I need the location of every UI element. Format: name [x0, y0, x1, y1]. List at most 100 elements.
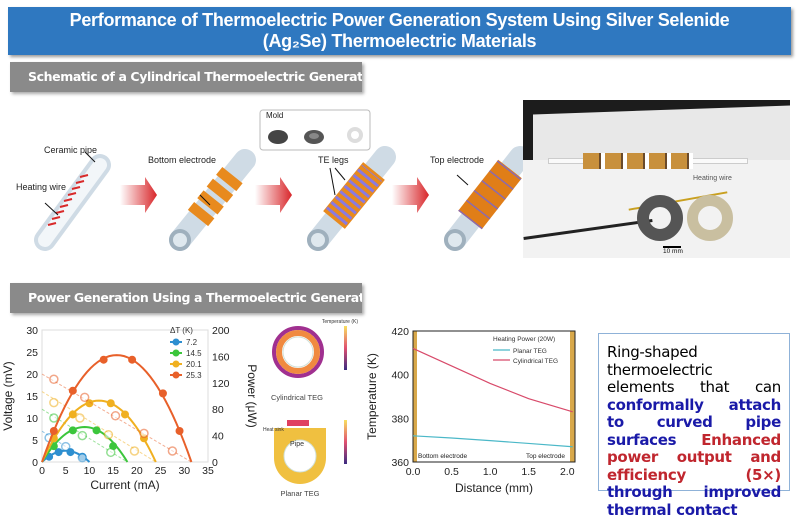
- power-point: [68, 426, 77, 435]
- power-point: [175, 426, 184, 435]
- top-electrode-band: [570, 331, 575, 462]
- voltage-point: [77, 452, 88, 463]
- label-ceramic-pipe: Ceramic pipe: [44, 145, 98, 155]
- y-tick-label: 360: [391, 457, 409, 469]
- voltage-point: [60, 441, 71, 452]
- plot-frame: [412, 330, 576, 463]
- x-tick-label: 1.0: [483, 466, 498, 478]
- y2-tick-label: 80: [212, 404, 224, 416]
- arrow-icon: [255, 177, 292, 213]
- pipe-step-1: [34, 154, 111, 251]
- label-heating-wire: Heating wire: [16, 182, 67, 192]
- label-pipe: Pipe: [290, 441, 304, 448]
- power-point: [99, 355, 108, 364]
- legend-label: 20.1: [186, 360, 202, 369]
- heating-coil: [47, 174, 89, 226]
- y2-axis-label: Power (μW): [245, 364, 259, 428]
- voltage-point: [129, 446, 140, 456]
- annotation-top-electrode: Top electrode: [526, 453, 565, 460]
- y-axis-label: Temperature (K): [365, 353, 379, 440]
- power-point: [68, 386, 77, 395]
- voltage-point: [110, 411, 121, 421]
- mold-inset: [259, 109, 371, 151]
- x-tick-label: 0: [39, 465, 45, 477]
- legend-label: 14.5: [186, 349, 202, 358]
- label-heat-sink: Heat sink: [263, 427, 284, 433]
- section-header-power: Power Generation Using a Thermoelectric …: [10, 283, 362, 313]
- y-tick-label: 25: [26, 347, 38, 359]
- voltage-point: [79, 392, 90, 403]
- power-curve-25.3: [41, 354, 193, 463]
- power-curve-20.1: [41, 399, 157, 463]
- x-axis-label: Distance (mm): [455, 481, 533, 495]
- finding-text-4: through improved thermal contact: [607, 483, 781, 519]
- finding-text-2: conformally attach to curved pipe surfac…: [607, 395, 781, 449]
- series-planar-teg: [412, 435, 573, 448]
- x-tick-label: 15: [107, 465, 119, 477]
- series-cylindrical-teg: [412, 347, 573, 413]
- legend-label: Cylindrical TEG: [513, 358, 558, 365]
- power-point: [54, 448, 63, 457]
- y-tick-label: 400: [391, 370, 409, 382]
- voltage-point: [139, 428, 149, 439]
- voltage-point: [49, 413, 59, 423]
- y-tick-label: 420: [391, 326, 409, 338]
- x-tick-label: 0.5: [444, 466, 459, 478]
- x-tick-label: 30: [178, 465, 190, 477]
- pipe-step-2: [169, 149, 256, 251]
- y-tick-label: 380: [391, 413, 409, 425]
- y2-tick-label: 200: [212, 325, 230, 337]
- y-axis-label: Voltage (mV): [1, 361, 15, 430]
- legend-title: ΔT (K): [170, 326, 193, 335]
- y-tick-label: 30: [26, 325, 38, 337]
- scale-label: 10 mm: [663, 248, 683, 255]
- bottom-electrode-band: [413, 331, 417, 462]
- y2-tick-label: 40: [212, 431, 224, 443]
- legend-title: Heating Power (20W): [493, 336, 555, 343]
- page-title: Performance of Thermoelectric Power Gene…: [8, 7, 791, 55]
- voltage-point: [75, 413, 85, 423]
- voltage-point: [167, 446, 178, 456]
- legend-marker: [172, 360, 180, 368]
- legend-label: 7.2: [186, 338, 198, 347]
- colorbar: [344, 326, 347, 370]
- thermal-simulation: Temperature (K) Cylindrical TEG Pipe Hea…: [263, 319, 358, 498]
- legend-marker: [172, 338, 180, 346]
- finding-text-3: Enhanced power output and efficiency (5×…: [607, 430, 781, 484]
- x-tick-label: 20: [131, 465, 143, 477]
- legend-label: Planar TEG: [513, 348, 547, 355]
- y2-tick-label: 0: [212, 457, 218, 469]
- power-point: [121, 410, 129, 419]
- y2-tick-label: 120: [212, 378, 230, 390]
- x-tick-label: 10: [84, 465, 96, 477]
- x-tick-label: 1.5: [521, 466, 536, 478]
- voltage-point: [49, 374, 59, 385]
- power-point: [128, 355, 137, 364]
- section-header-schematic: Schematic of a Cylindrical Thermoelectri…: [10, 62, 362, 92]
- plot-frame: [41, 329, 209, 463]
- x-axis-label: Current (mA): [90, 478, 159, 492]
- voltage-point: [77, 430, 88, 441]
- power-point: [92, 426, 101, 435]
- power-point: [106, 399, 115, 408]
- x-tick-label: 0.0: [406, 466, 421, 478]
- power-point: [68, 410, 77, 419]
- scale-bar: [663, 246, 681, 248]
- power-point: [158, 389, 167, 398]
- schematic-diagram: [34, 109, 523, 251]
- cylindrical-teg-sim: [272, 326, 347, 378]
- title-line-2: (Ag₂Se) Thermoelectric Materials: [262, 31, 537, 51]
- annotation-bottom-electrode: Bottom electrode: [418, 453, 468, 460]
- legend-marker: [172, 371, 180, 379]
- legend-label: 25.3: [186, 371, 202, 380]
- label-temperature: Temperature (K): [322, 319, 358, 325]
- pipe-step-4: [444, 146, 523, 251]
- label-te-legs: TE legs: [318, 155, 349, 165]
- label-bottom-electrode: Bottom electrode: [148, 155, 217, 165]
- title-line-1: Performance of Thermoelectric Power Gene…: [69, 10, 730, 30]
- colorbar: [344, 420, 347, 464]
- arrow-icon: [120, 177, 157, 213]
- legend-marker: [172, 349, 180, 357]
